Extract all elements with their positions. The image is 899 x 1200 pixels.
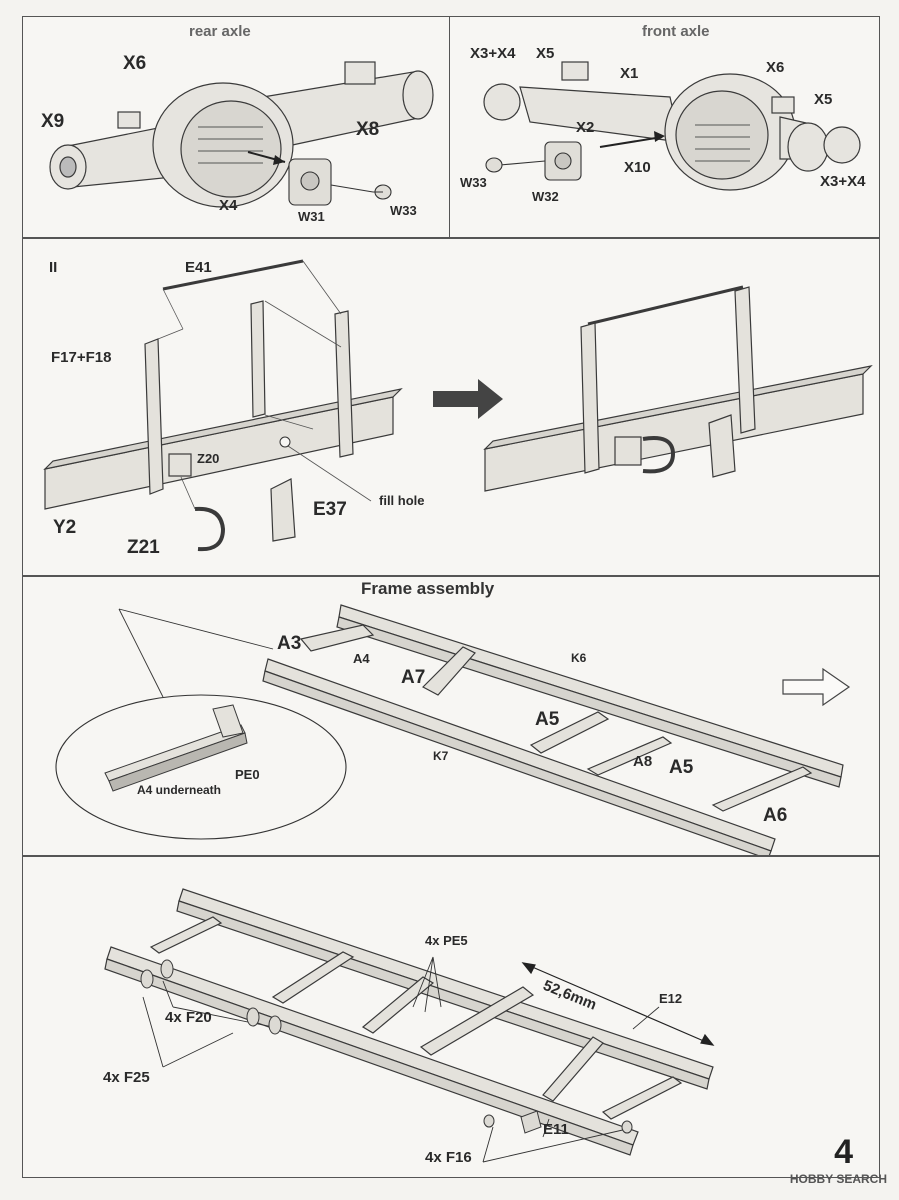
label-a6: A6 [763, 805, 788, 826]
step1-panel: rear axle X6 X9 X8 X4 W31 W33 [22, 16, 880, 238]
label-f25: 4x F25 [103, 1069, 150, 1086]
label-fill-hole: fill hole [379, 493, 425, 508]
label-w33: W33 [390, 203, 417, 218]
step2-panel: II E41 F17+F18 Z20 Y2 Z21 E37 fill hole [22, 238, 880, 576]
label-e11: E11 [543, 1121, 569, 1138]
label-x6-front: X6 [766, 59, 785, 76]
label-k7: K7 [433, 749, 449, 763]
rear-axle-title: rear axle [189, 23, 251, 40]
label-a5-left: A5 [535, 709, 560, 730]
page-number: 4 [834, 1133, 853, 1171]
label-x4: X4 [219, 197, 238, 214]
label-e41: E41 [185, 259, 212, 276]
label-w31: W31 [298, 209, 325, 224]
label-a4: A4 [353, 651, 370, 666]
front-axle-section: front axle X3+X4 X5 X1 X6 X5 X2 X10 W33 … [450, 17, 879, 237]
label-pe5: 4x PE5 [425, 933, 468, 948]
frame-assembly-title: Frame assembly [361, 579, 495, 598]
label-a3: A3 [277, 633, 302, 654]
rear-axle-section: rear axle X6 X9 X8 X4 W31 W33 [23, 17, 450, 237]
step3-panel: Frame assembly A3 A4 A7 K6 K7 A5 A8 A5 A… [22, 576, 880, 856]
step4-panel: 4x PE5 52,6mm E12 4x F20 4x F25 E11 4x F… [22, 856, 880, 1178]
label-k6: K6 [571, 651, 587, 665]
label-f17f18: F17+F18 [51, 349, 112, 366]
label-w33-front: W33 [460, 175, 487, 190]
label-x3x4-bottom: X3+X4 [820, 173, 866, 190]
label-a5-right: A5 [669, 757, 694, 778]
label-a4-underneath: A4 underneath [137, 783, 222, 797]
label-y2: Y2 [53, 517, 77, 538]
label-x3x4-top: X3+X4 [470, 45, 516, 62]
label-a7: A7 [401, 667, 426, 688]
watermark-logo: HOBBY SEARCH [789, 1172, 887, 1186]
label-x5-right: X5 [814, 91, 833, 108]
label-f16: 4x F16 [425, 1149, 472, 1166]
label-x2: X2 [576, 119, 595, 136]
label-x8: X8 [356, 119, 380, 140]
label-x9: X9 [41, 111, 65, 132]
step2-drawing [43, 259, 873, 552]
label-a8: A8 [633, 753, 653, 770]
step3-drawing [55, 604, 851, 855]
roman-numeral: II [49, 259, 58, 276]
label-x1: X1 [620, 65, 639, 82]
rear-axle-drawing [49, 61, 434, 208]
label-x5-top: X5 [536, 45, 555, 62]
label-x6: X6 [123, 53, 147, 74]
front-axle-title: front axle [642, 23, 710, 40]
label-z21: Z21 [127, 537, 160, 558]
label-w32: W32 [532, 189, 559, 204]
label-pe0: PE0 [235, 767, 260, 782]
label-z20: Z20 [197, 451, 220, 466]
label-f20: 4x F20 [165, 1009, 212, 1026]
label-x10: X10 [624, 159, 651, 176]
step4-drawing [104, 888, 715, 1163]
front-axle-drawing [483, 61, 861, 191]
label-e37: E37 [313, 499, 347, 520]
label-e12: E12 [659, 991, 683, 1006]
